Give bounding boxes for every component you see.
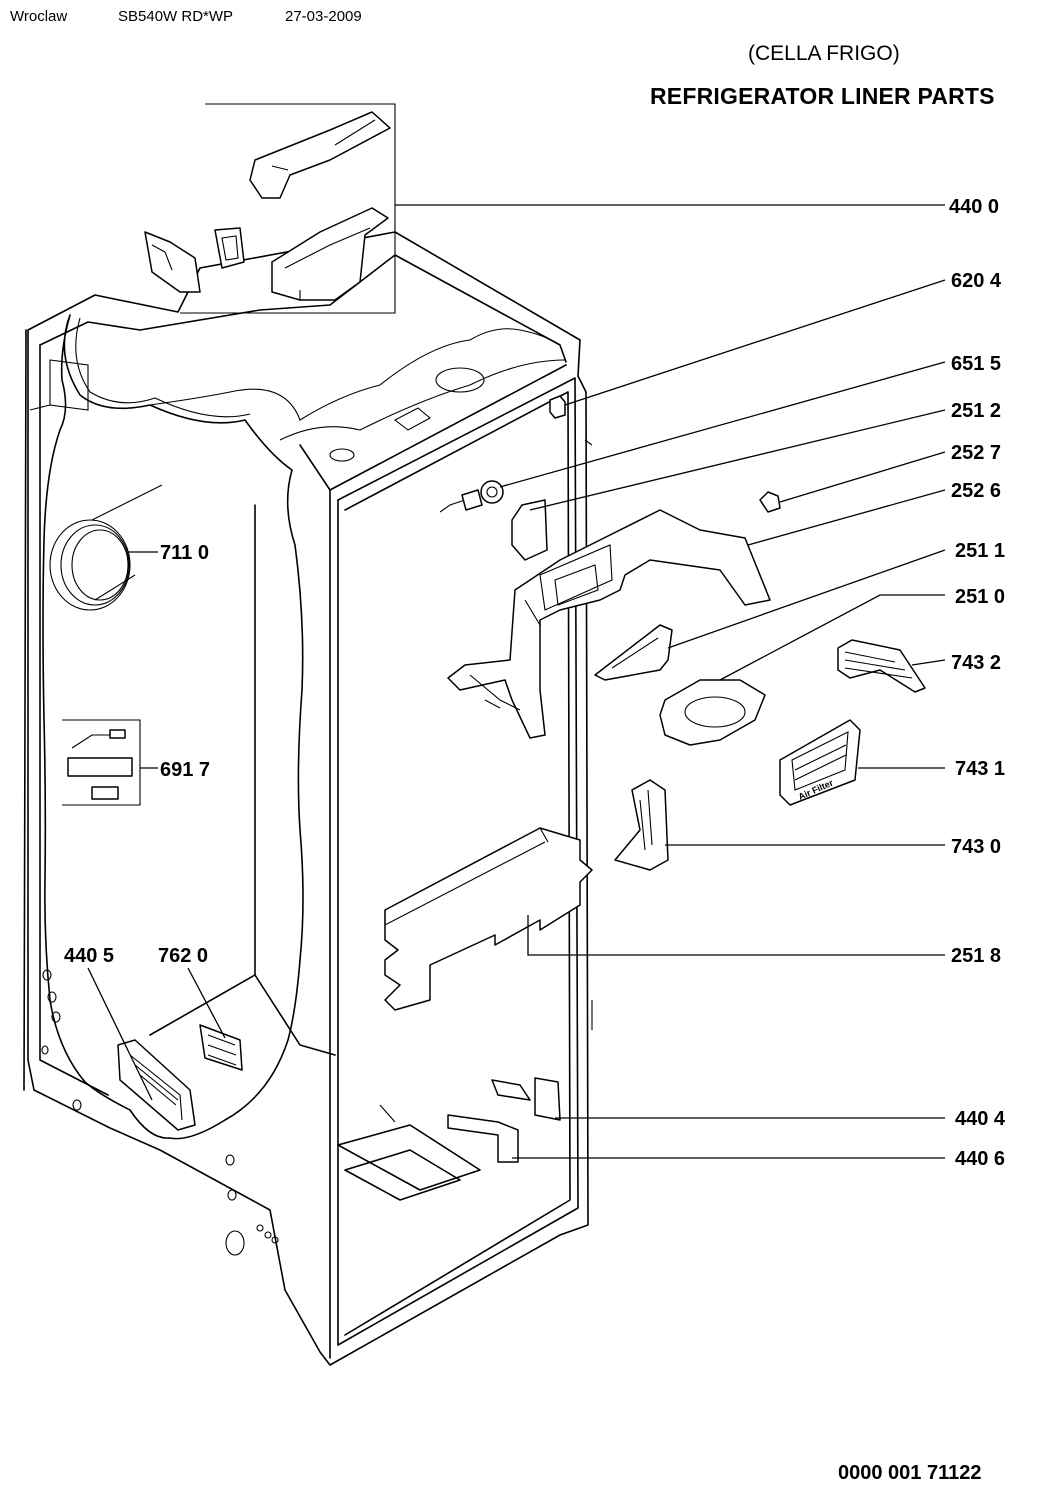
callout-620-4: 620 4: [951, 270, 1002, 292]
callout-251-2: 251 2: [951, 400, 1001, 422]
sensor-kit-691-7: [62, 719, 158, 806]
callout-440-6: 440 6: [955, 1148, 1005, 1170]
header-date: 27-03-2009: [285, 8, 362, 25]
bracket-440-6: [447, 1114, 945, 1163]
callout-711-0: 711 0: [160, 542, 209, 564]
air-damper-assembly: [144, 103, 945, 314]
door-switch-620-4: [549, 279, 946, 419]
gasket-251-0: [659, 594, 945, 746]
plug-252-7: [759, 451, 946, 513]
air-duct-part: [384, 827, 593, 1011]
callout-251-0: 251 0: [955, 586, 1005, 608]
callout-743-0: 743 0: [951, 836, 1001, 858]
header-model: SB540W RD*WP: [118, 8, 234, 25]
duct-leader-251-8: [527, 915, 945, 956]
callout-251-1: 251 1: [955, 540, 1005, 562]
callout-251-8: 251 8: [951, 945, 1001, 967]
callout-252-6: 252 6: [951, 480, 1001, 502]
diagram-subtitle: (CELLA FRIGO): [748, 42, 900, 65]
filter-762-0: [187, 967, 243, 1071]
document-code: 0000 001 71122: [838, 1462, 982, 1484]
diagram-title: REFRIGERATOR LINER PARTS: [650, 83, 995, 109]
refrigerator-liner: [23, 231, 593, 1366]
lamp-holder-651-5: [439, 361, 946, 513]
callout-440-4: 440 4: [955, 1108, 1006, 1130]
callout-252-7: 252 7: [951, 442, 1001, 464]
callout-440-5: 440 5: [64, 945, 114, 967]
callout-440-0: 440 0: [949, 196, 999, 218]
control-housing-252-6: [447, 489, 946, 739]
filter-housing-440-5: [87, 967, 196, 1131]
callout-762-0: 762 0: [158, 945, 208, 967]
bracket-251-1: [594, 549, 946, 681]
air-filter-cover-743-1: [779, 719, 945, 806]
callout-743-1: 743 1: [955, 758, 1005, 780]
header-location: Wroclaw: [10, 8, 68, 25]
callout-labels: 440 0 620 4 651 5 251 2 252 7 252 6 251 …: [64, 196, 1006, 1170]
light-cover-251-2: [511, 409, 946, 561]
evaporator-tube-711-0: [49, 484, 163, 611]
callout-743-2: 743 2: [951, 652, 1001, 674]
damper-blade-743-0: [614, 779, 945, 871]
vent-grille-743-2: [837, 639, 946, 693]
callout-691-7: 691 7: [160, 759, 210, 781]
bracket-440-4: [491, 1077, 945, 1121]
callout-651-5: 651 5: [951, 353, 1001, 375]
